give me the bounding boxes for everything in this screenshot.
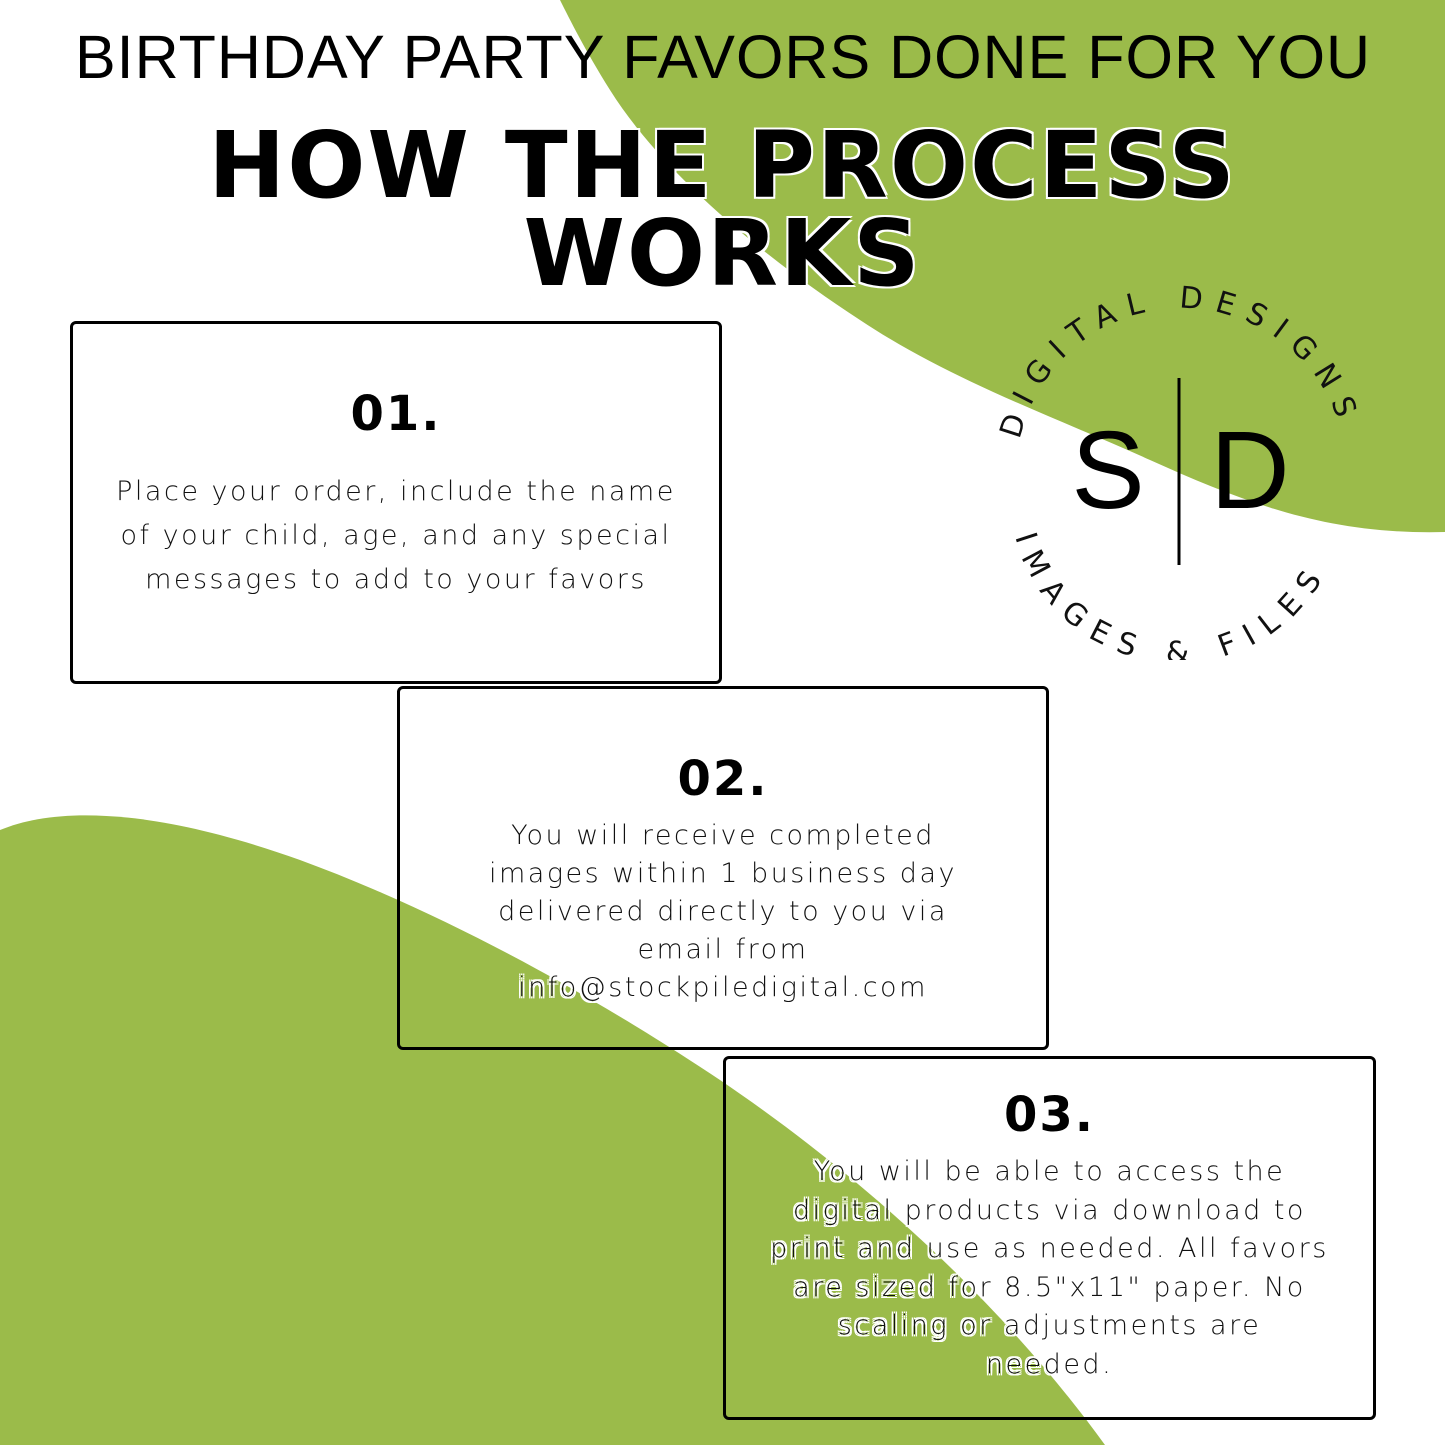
title-line-2: WORKS	[523, 200, 922, 307]
step-text: You will receive completed images within…	[489, 820, 957, 1003]
step-card-3: 03. You will be able to access the digit…	[723, 1056, 1376, 1420]
kicker-title: BIRTHDAY PARTY FAVORS DONE FOR YOU	[75, 23, 1372, 91]
step-number: 03.	[1003, 1087, 1096, 1143]
step-number: 01.	[350, 386, 442, 442]
step-number: 02.	[677, 751, 769, 807]
logo-letter-s: S	[1071, 409, 1144, 532]
logo-letter-d: D	[1210, 409, 1289, 532]
brand-logo: DIGITAL DESIGNS IMAGES & FILES S D	[993, 280, 1355, 660]
step-card-2: 02. You will receive completed images wi…	[397, 686, 1049, 1050]
bottom-green-wave	[0, 815, 1105, 1445]
page-title: HOW THE PROCESS WORKS	[0, 112, 1445, 307]
title-line-1: HOW THE PROCESS	[208, 112, 1237, 219]
logo-ring-bottom: IMAGES & FILES	[1007, 528, 1335, 660]
step-text: You will be able to access the digital p…	[770, 1156, 1329, 1380]
step-card-1: 01. Place your order, include the name o…	[70, 321, 722, 684]
step-text: Place your order, include the name of yo…	[116, 476, 676, 595]
top-green-wave	[560, 0, 1445, 533]
